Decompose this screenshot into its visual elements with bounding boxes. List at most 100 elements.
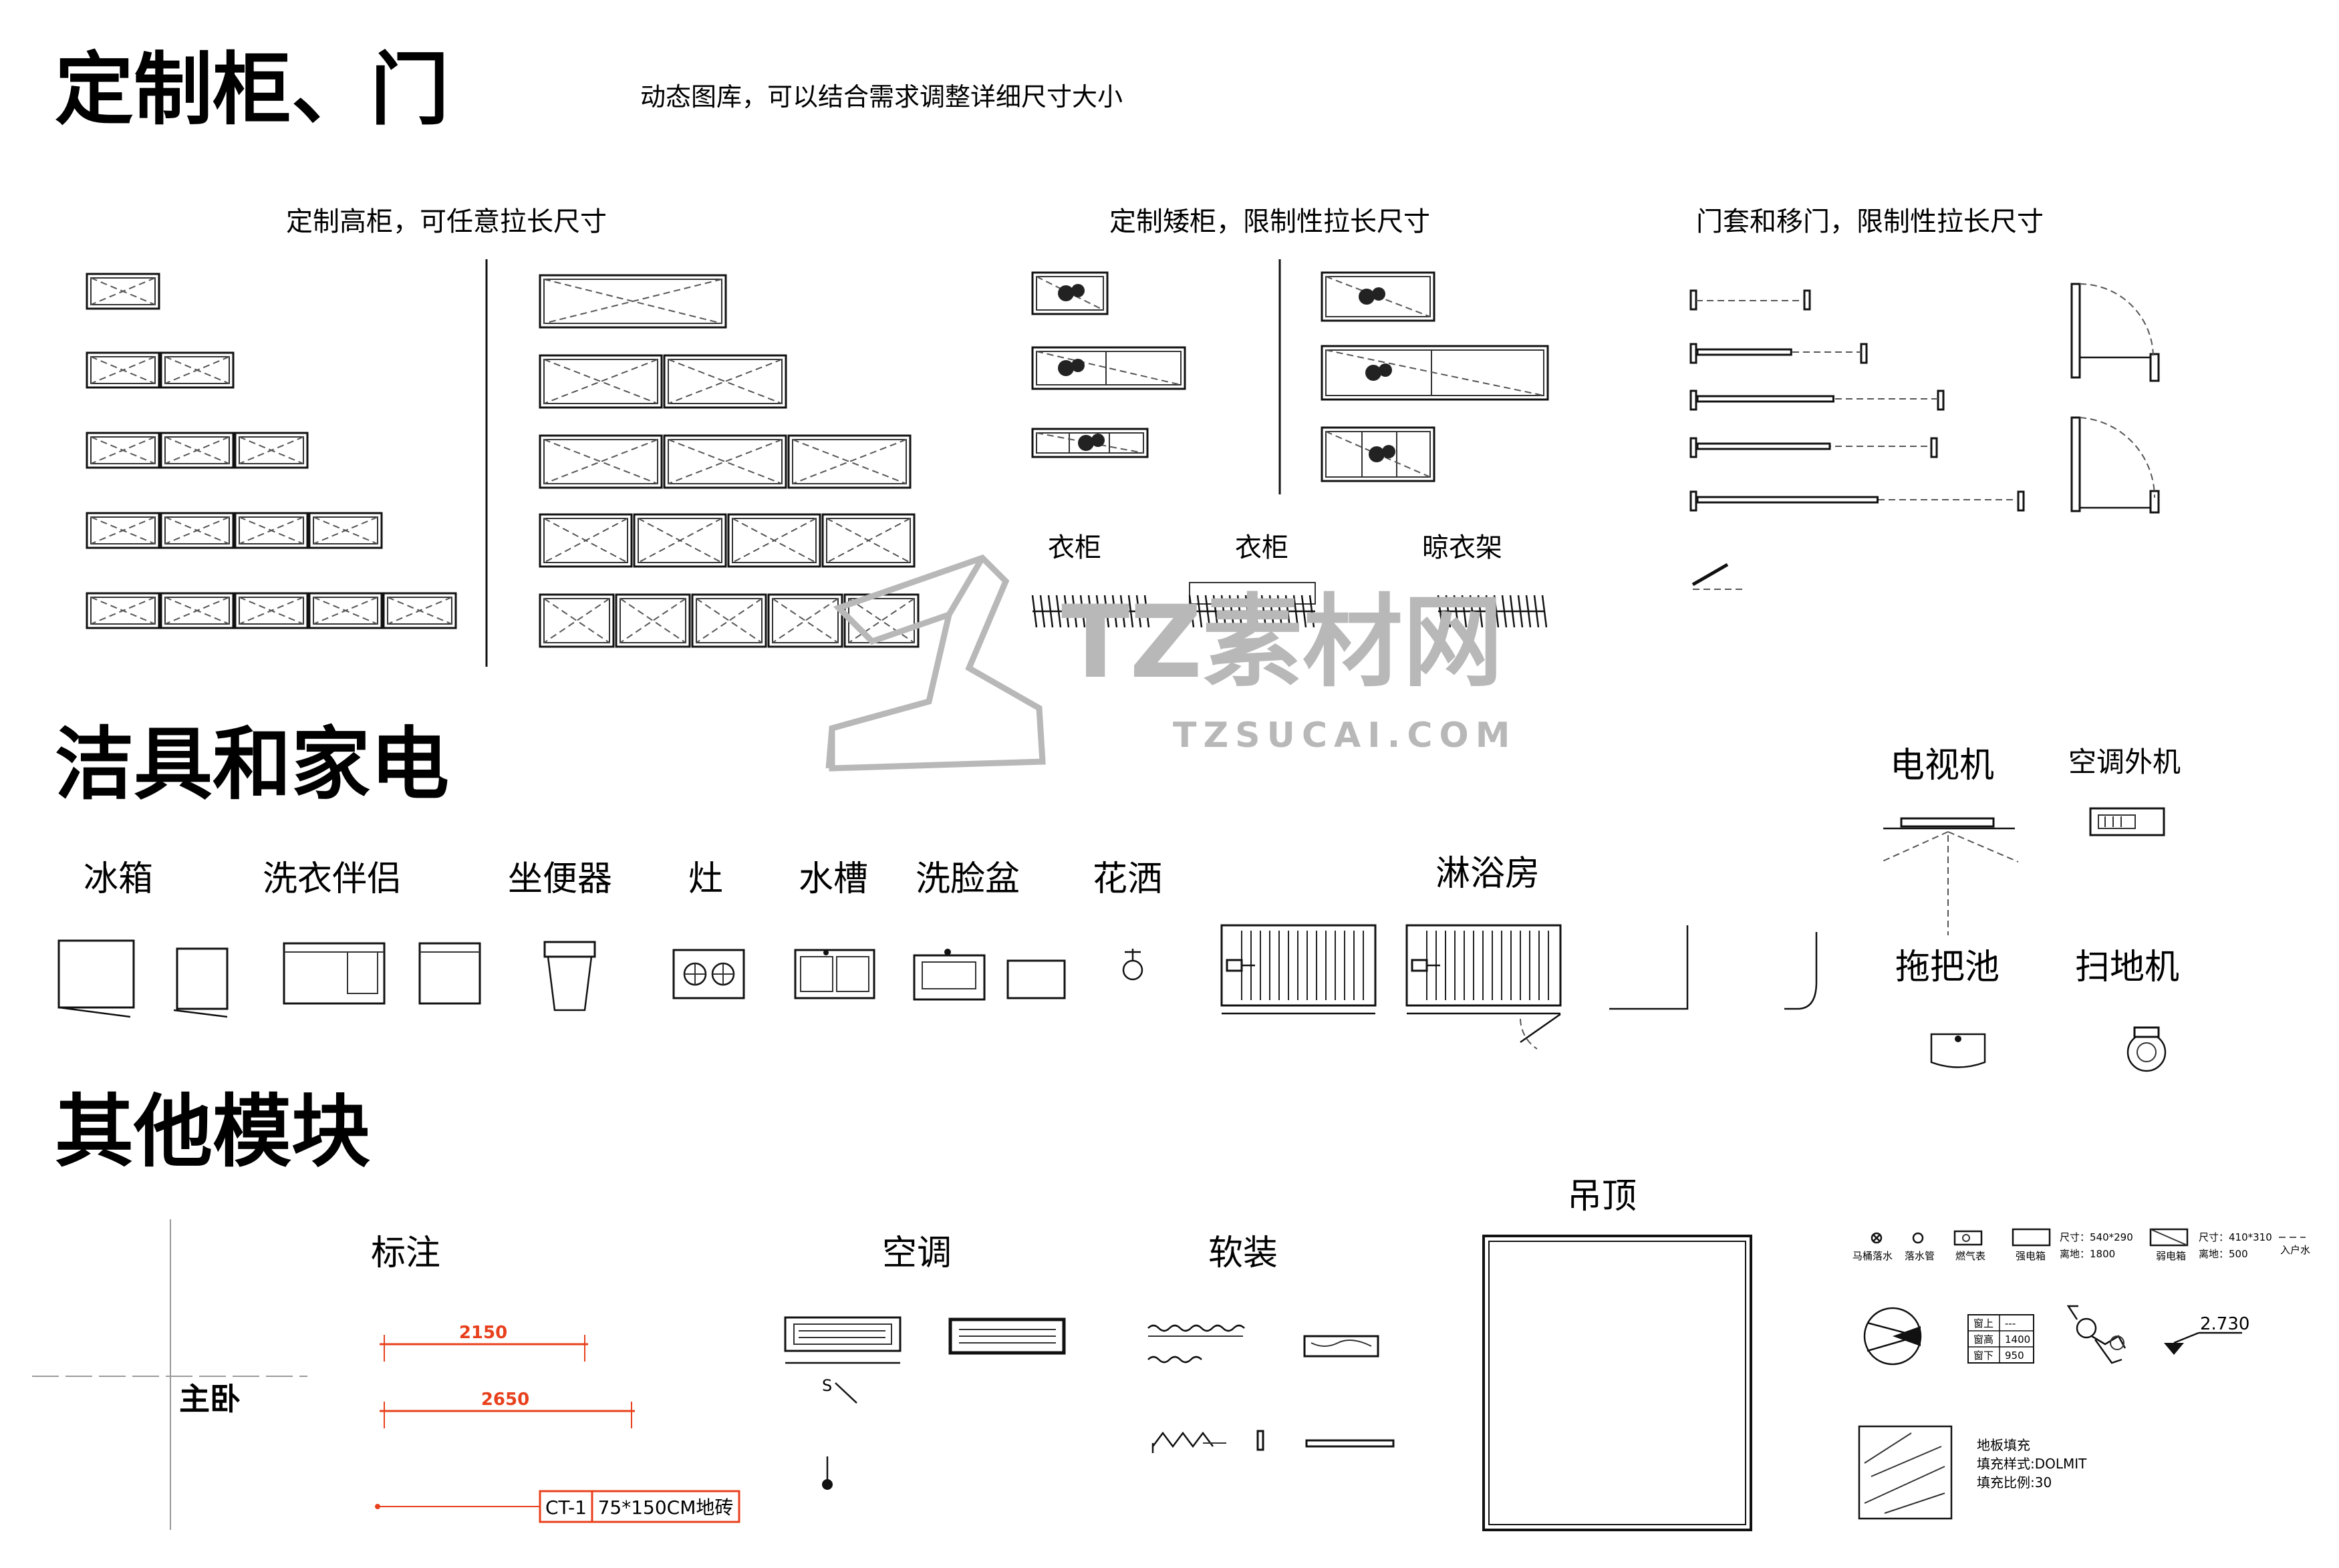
- washer-label: 洗衣伴侣: [263, 859, 402, 899]
- sill-top-label: 窗上: [1973, 1317, 1993, 1329]
- sill-bottom-label: 窗下: [1973, 1350, 1993, 1362]
- cabinet-unit[interactable]: [615, 593, 691, 648]
- kitchen-sink-symbol[interactable]: [794, 949, 875, 999]
- hanger-rails[interactable]: [1031, 582, 1548, 628]
- watermark: TZ素材网 TZSUCAI.COM: [825, 554, 1516, 772]
- rug-symbol[interactable]: [1303, 1335, 1379, 1358]
- section-title-cabinets: 定制柜、门: [55, 43, 449, 136]
- wardrobe-label-2: 衣柜: [1235, 532, 1288, 563]
- drain-pipe-label: 落水管: [1905, 1250, 1935, 1262]
- weak-box-size: 尺寸：410*310: [2199, 1231, 2272, 1243]
- watermark-logo-text: TZ素材网: [1061, 585, 1503, 701]
- cabinets-note: 动态图库，可以结合需求调整详细尺寸大小: [640, 82, 1123, 112]
- low-cabinet-unit[interactable]: [1031, 346, 1186, 390]
- sliding-doors[interactable]: [1689, 289, 2025, 512]
- toilet-symbol[interactable]: [543, 941, 596, 1011]
- swing-door-1[interactable]: [2070, 283, 2160, 382]
- basin-icon: [1078, 435, 1094, 451]
- cabinet-unit[interactable]: [691, 593, 767, 648]
- ac-indoor-unit[interactable]: S: [784, 1316, 902, 1404]
- low-cabinets[interactable]: [1031, 271, 1549, 482]
- floor-fill-swatch[interactable]: 地板填充 填充样式:DOLMIT 填充比例:30: [1858, 1425, 2087, 1520]
- floor-drain-label: 马桶落水: [1852, 1250, 1893, 1262]
- soft-furnishing-label: 软装: [1208, 1233, 1278, 1273]
- basin-icon: [1058, 285, 1074, 301]
- ceiling-label: 吊顶: [1567, 1177, 1637, 1217]
- room-label-marker[interactable]: 主卧: [32, 1219, 307, 1530]
- water-inlet-label: 入户水: [2280, 1244, 2310, 1256]
- window-sill-table[interactable]: 窗上 --- 窗高 1400 窗下 950: [1967, 1314, 2034, 1364]
- washer-symbol[interactable]: [283, 942, 481, 1005]
- cabinet-unit[interactable]: [787, 434, 912, 489]
- material-tag[interactable]: CT-1 75*150CM地砖: [375, 1490, 740, 1523]
- sill-height-label: 窗高: [1973, 1334, 1993, 1346]
- strong-box-height: 离地：1800: [2060, 1248, 2115, 1260]
- robot-vacuum-symbol[interactable]: [2126, 1026, 2167, 1072]
- curtain-rail-short[interactable]: [1256, 1430, 1264, 1451]
- fridge-symbol[interactable]: [57, 939, 229, 1018]
- gas-meter-label: 燃气表: [1955, 1250, 1985, 1262]
- weak-box-label: 弱电箱: [2156, 1250, 2186, 1262]
- drying-rack-label: 晾衣架: [1422, 532, 1502, 563]
- zigzag-curtain[interactable]: [1151, 1431, 1226, 1453]
- mop-sink-label: 拖把池: [1895, 947, 2000, 987]
- shower-room-symbol[interactable]: [1220, 924, 1562, 1050]
- level-marker[interactable]: 2.730: [2164, 1314, 2249, 1355]
- swing-door-2[interactable]: [2070, 416, 2160, 514]
- fridge-label: 冰箱: [84, 859, 153, 899]
- shower-door-curve[interactable]: [1609, 925, 1818, 1010]
- dimension-2150[interactable]: 2150: [380, 1323, 588, 1362]
- wardrobe-label-1: 衣柜: [1048, 532, 1101, 563]
- cabinet-unit[interactable]: [86, 273, 160, 310]
- cabinet-unit[interactable]: [308, 512, 383, 549]
- cabinet-unit[interactable]: [160, 512, 235, 549]
- door-panel[interactable]: [1696, 395, 1834, 403]
- floor-drain-icon: 马桶落水: [1852, 1232, 1893, 1262]
- section-title-sanitary: 洁具和家电: [55, 718, 449, 810]
- annotation-label: 标注: [371, 1233, 440, 1273]
- sill-height-value: 1400: [2005, 1334, 2030, 1346]
- tall-cabinets-small[interactable]: [86, 273, 457, 629]
- curtain-symbol[interactable]: [1147, 1324, 1245, 1364]
- tv-symbol[interactable]: [1881, 817, 2019, 935]
- mop-sink-symbol[interactable]: [1930, 1033, 1986, 1068]
- tall-cabinets-large[interactable]: [539, 274, 920, 648]
- shower-head-symbol[interactable]: [1122, 949, 1143, 981]
- basin-icon: [1359, 289, 1375, 305]
- ceiling-frame[interactable]: [1482, 1235, 1752, 1531]
- door-panel[interactable]: [1696, 496, 1879, 504]
- door-panel[interactable]: [1696, 348, 1792, 356]
- shower-room-label: 淋浴房: [1435, 854, 1540, 894]
- ac-thermostat[interactable]: [822, 1456, 833, 1490]
- toilet-label: 坐便器: [508, 859, 612, 899]
- basin-icon: [1058, 360, 1074, 376]
- basin-symbol[interactable]: [913, 949, 1066, 1001]
- sink-label: 水槽: [799, 859, 868, 899]
- cabinet-unit[interactable]: [539, 593, 615, 648]
- curtain-rail-long[interactable]: [1305, 1439, 1395, 1448]
- dimension-2650[interactable]: 2650: [380, 1390, 635, 1428]
- low-cabinet-unit[interactable]: [1031, 271, 1109, 315]
- level-value: 2.730: [2200, 1314, 2249, 1334]
- cabinet-unit[interactable]: [767, 593, 843, 648]
- sill-top-value: ---: [2005, 1317, 2016, 1329]
- water-inlet-icon: 入户水: [2279, 1237, 2310, 1256]
- basin-icon: [1365, 365, 1381, 381]
- cabinet-unit[interactable]: [539, 434, 663, 489]
- cabinet-unit[interactable]: [663, 354, 787, 409]
- ac-outdoor-symbol[interactable]: [2089, 807, 2165, 836]
- cabinet-unit[interactable]: [539, 354, 663, 409]
- north-arrow-icon[interactable]: [1863, 1307, 1922, 1366]
- room-label-text: 主卧: [179, 1381, 241, 1417]
- material-tag-code: CT-1: [545, 1497, 587, 1519]
- fill-style: 填充样式:DOLMIT: [1977, 1456, 2087, 1472]
- ac-outdoor-label: 空调外机: [2068, 746, 2181, 778]
- robot-label: 扫地机: [2075, 947, 2179, 987]
- person-symbol[interactable]: [2066, 1305, 2126, 1364]
- ac-grille[interactable]: [948, 1317, 1066, 1355]
- door-panel[interactable]: [1696, 442, 1831, 450]
- cabinet-unit[interactable]: [663, 434, 787, 489]
- svg-text:S: S: [822, 1376, 832, 1395]
- watermark-url: TZSUCAI.COM: [1173, 716, 1516, 756]
- stove-symbol[interactable]: [672, 949, 745, 999]
